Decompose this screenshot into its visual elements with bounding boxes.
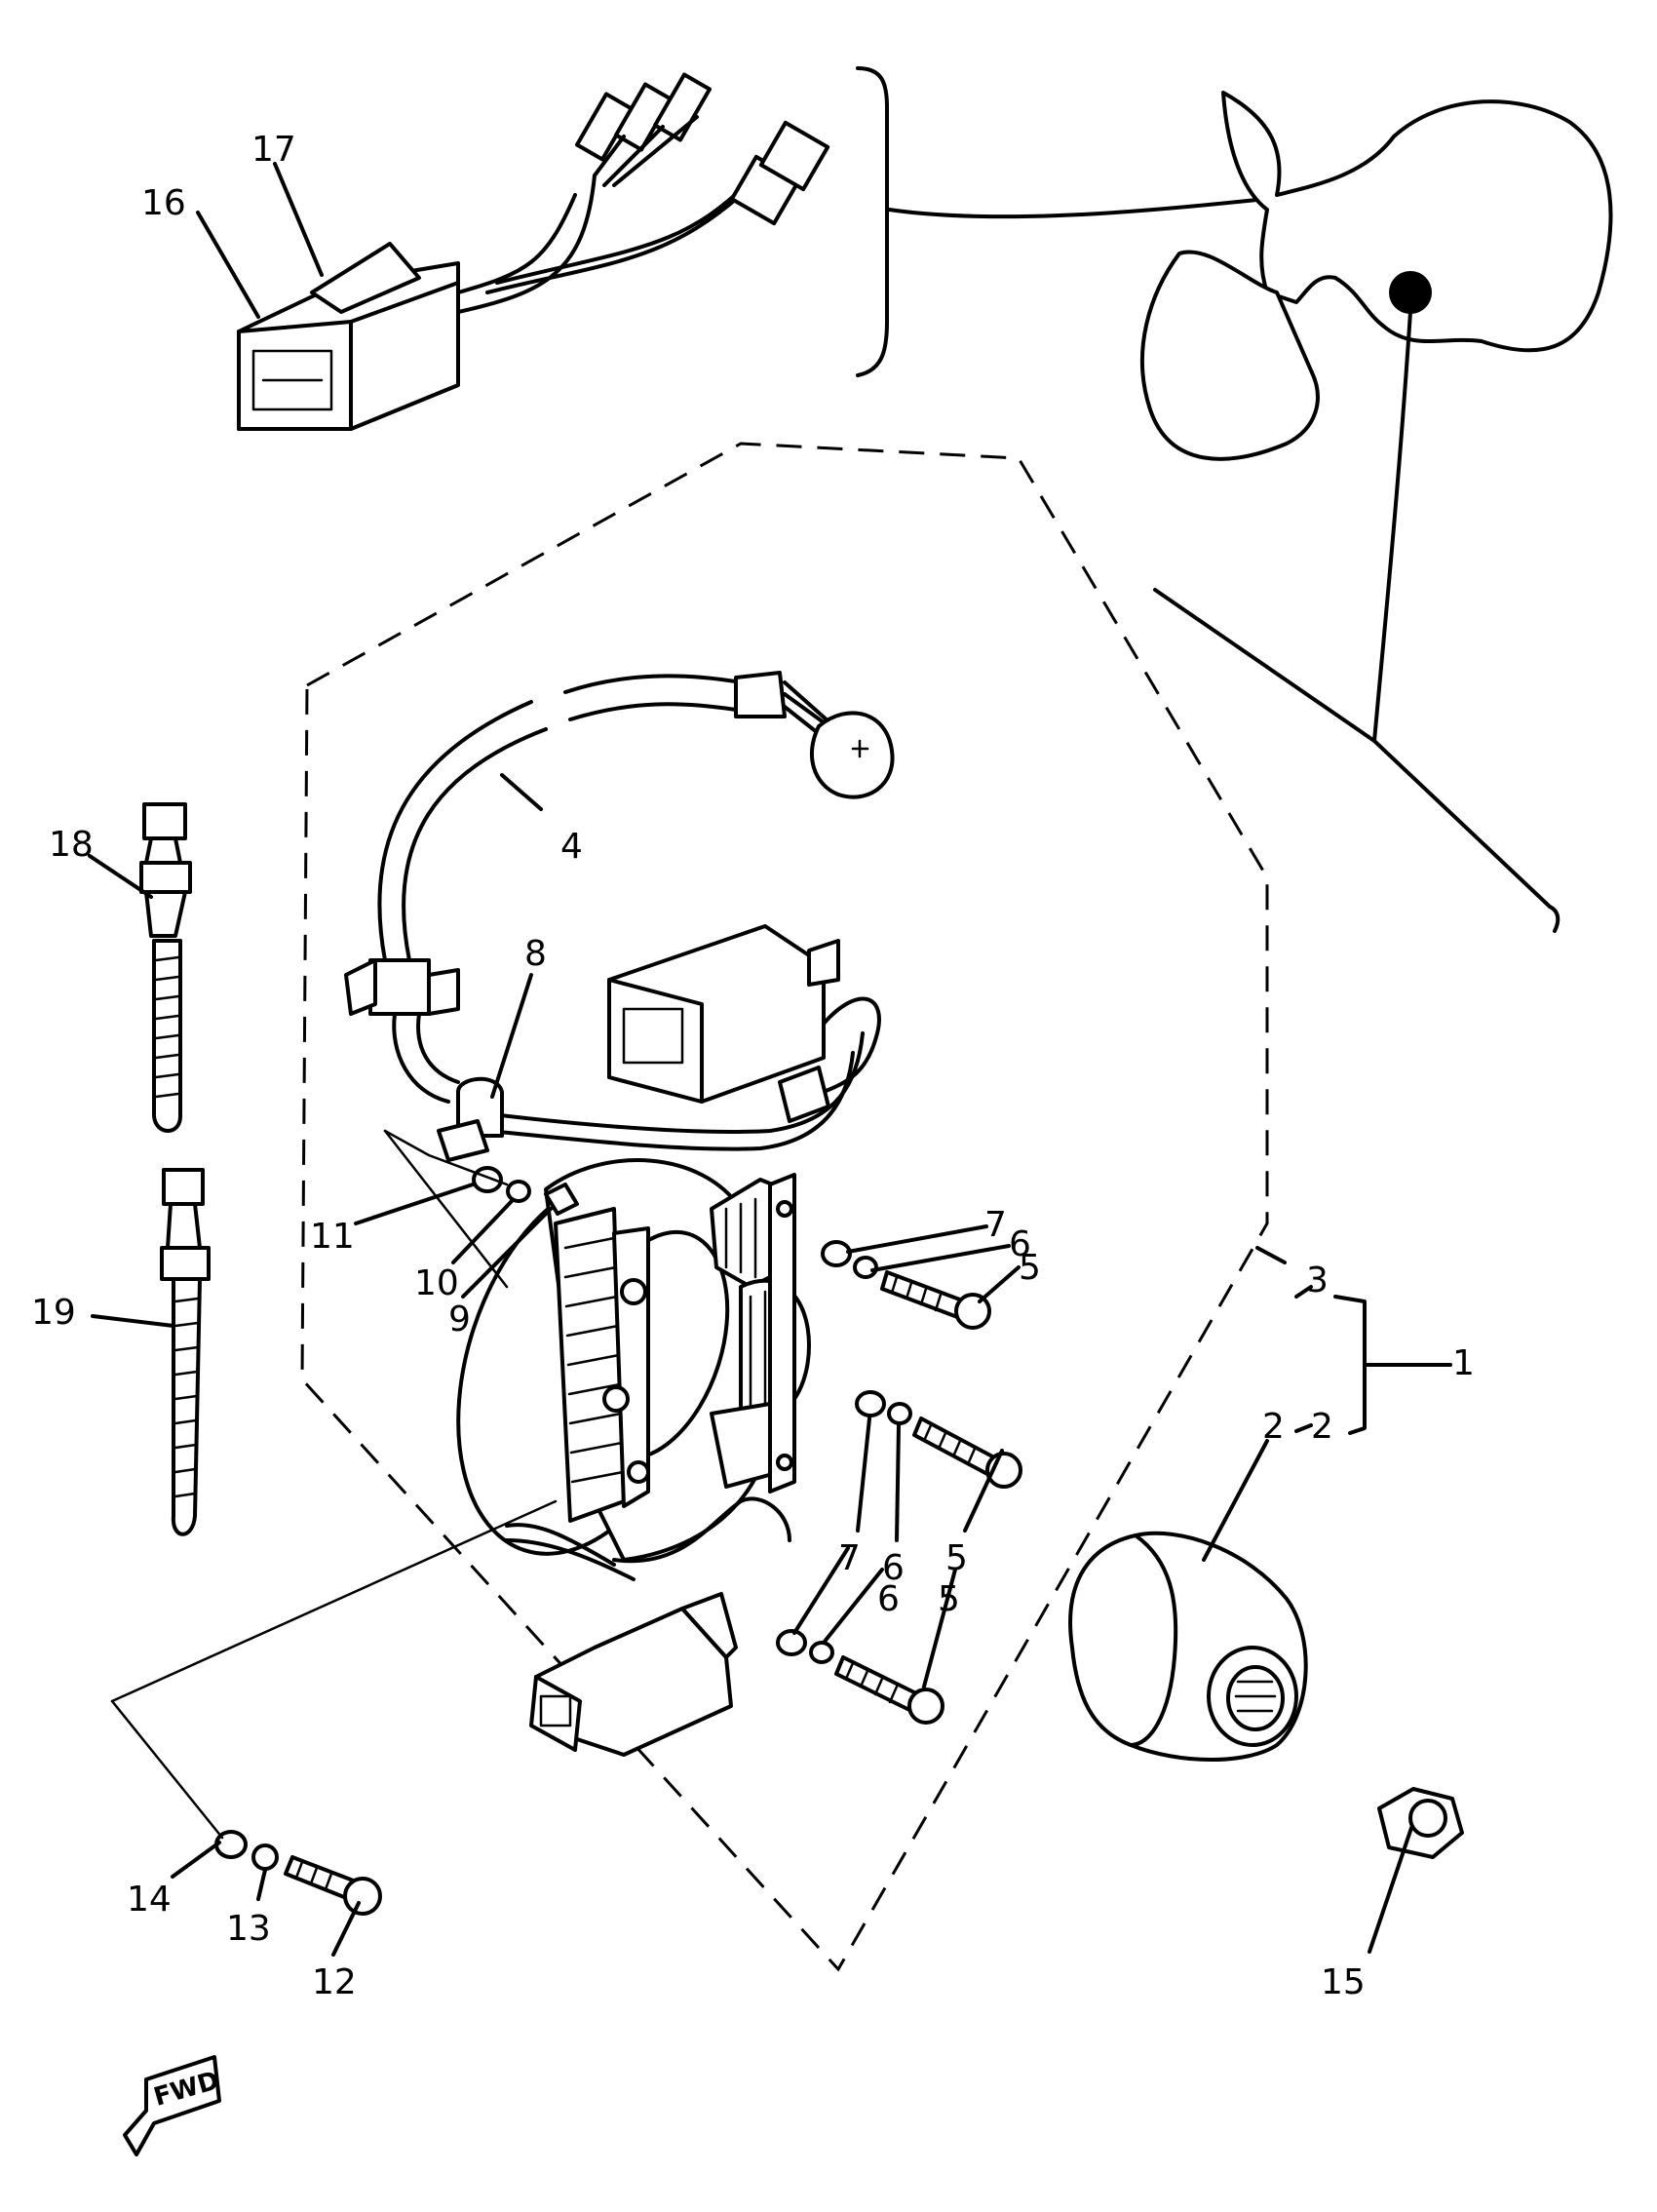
callout-8: 8 — [524, 934, 547, 974]
callout-9: 9 — [448, 1300, 471, 1339]
callout-2-part: 2 — [1262, 1407, 1285, 1447]
cable-tie-short — [139, 802, 192, 1133]
callout-7-top: 7 — [984, 1205, 1007, 1245]
screw-set-upper — [821, 1240, 991, 1330]
leader-lines — [88, 162, 1452, 1957]
callout-10: 10 — [414, 1263, 459, 1303]
relay-unit — [237, 72, 830, 431]
forward-direction-icon: FWD — [123, 2055, 222, 2156]
callout-14: 14 — [127, 1880, 172, 1920]
bracket-top — [856, 66, 889, 377]
callout-15: 15 — [1321, 1962, 1366, 2002]
assembly-group-outline — [300, 442, 1269, 1972]
ignition-coil-upper — [466, 924, 881, 1151]
callout-12: 12 — [312, 1962, 357, 2002]
callout-18: 18 — [49, 825, 94, 865]
callout-3: 3 — [1306, 1261, 1329, 1300]
callout-6-low: 6 — [877, 1579, 900, 1619]
callout-4: 4 — [560, 827, 583, 867]
callout-6-top: 6 — [1009, 1224, 1031, 1264]
screw-set-middle — [855, 1390, 1022, 1489]
stator-plate — [456, 1158, 811, 1581]
cable-tie-long — [160, 1168, 211, 1536]
wiring-lead — [344, 671, 895, 1104]
screw-set-lower — [776, 1629, 944, 1725]
mount-hole-icon — [1389, 271, 1432, 314]
callout-11: 11 — [310, 1217, 355, 1257]
callout-7-mid: 7 — [838, 1538, 861, 1578]
callout-5-mid: 5 — [945, 1538, 968, 1578]
callout-17: 17 — [251, 130, 296, 170]
callout-6-mid: 6 — [882, 1548, 905, 1588]
pulser-coil-lower — [529, 1496, 791, 1757]
callout-13: 13 — [226, 1909, 271, 1949]
fasteners-9-10-11 — [472, 1166, 579, 1216]
callout-5-top: 5 — [1019, 1248, 1041, 1288]
clamp — [437, 1076, 504, 1162]
callout-16: 16 — [141, 183, 186, 223]
callout-5-low: 5 — [938, 1579, 960, 1619]
nut — [1377, 1787, 1464, 1859]
callout-labels: 16 17 18 19 4 8 11 10 9 7 6 5 3 1 2 7 6 … — [31, 130, 1475, 2002]
callout-19: 19 — [31, 1293, 76, 1333]
callout-1: 1 — [1452, 1343, 1475, 1383]
callout-2-bracket: 2 — [1311, 1407, 1333, 1447]
flywheel-rotor — [1068, 1531, 1308, 1762]
engine-silhouette — [1139, 91, 1613, 933]
screw-set-12-14 — [214, 1830, 382, 1916]
